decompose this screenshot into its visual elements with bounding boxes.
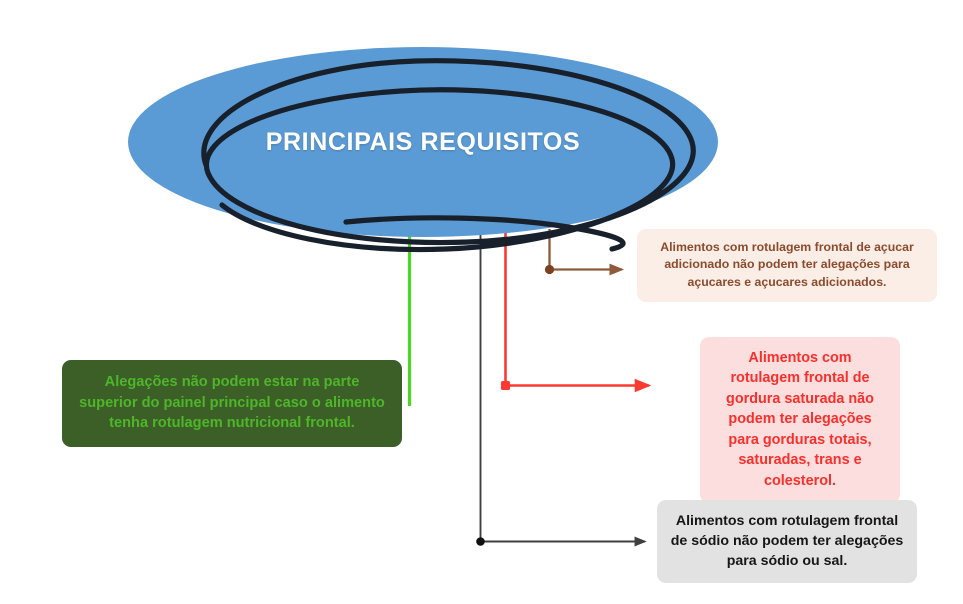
page-title: PRINCIPAIS REQUISITOS <box>265 127 581 156</box>
leaf-box-saturated-fat[interactable]: Alimentos com rotulagem frontal de gordu… <box>700 337 900 504</box>
leaf-box-claims-position[interactable]: Alegações não podem estar na parte super… <box>62 360 402 448</box>
central-node[interactable]: PRINCIPAIS REQUISITOS <box>128 47 718 253</box>
leaf-box-sodium[interactable]: Alimentos com rotulagem frontal de sódio… <box>657 500 917 584</box>
leaf-box-added-sugar[interactable]: Alimentos com rotulagem frontal de açuca… <box>637 229 937 303</box>
connector-gray <box>476 232 647 547</box>
hand-drawn-scribble-outline <box>201 58 696 253</box>
